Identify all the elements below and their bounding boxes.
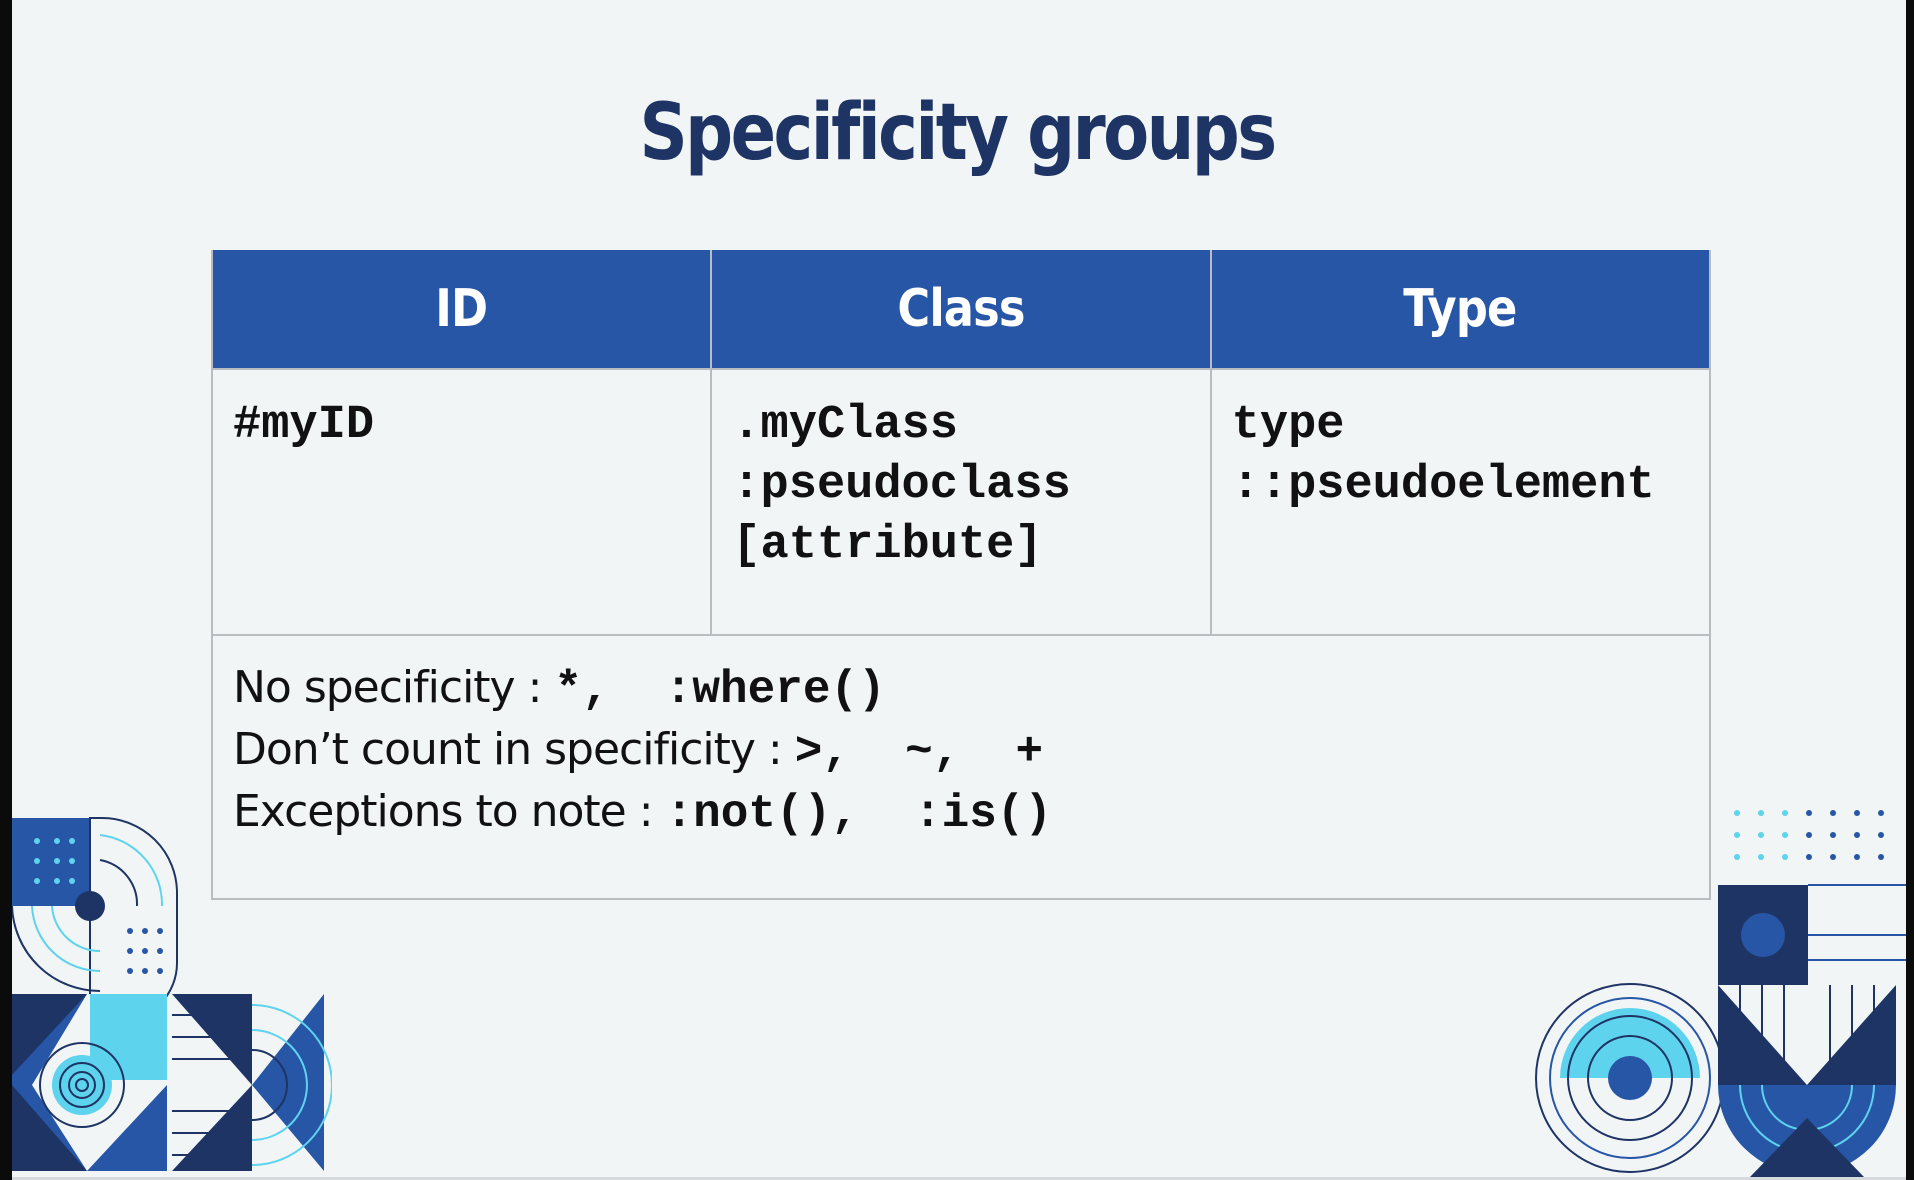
deco-triangle — [172, 994, 252, 1085]
deco-ring — [75, 1078, 89, 1092]
deco-triangle — [1718, 985, 1807, 1085]
pseudoclass-selector: :pseudoclass — [732, 459, 1071, 512]
deco-ring — [68, 1071, 96, 1099]
deco-ring — [1549, 997, 1711, 1159]
deco-triangle — [12, 1085, 87, 1171]
header-type: Type — [1209, 250, 1712, 370]
note-code: >, ~, + — [794, 726, 1044, 778]
note-label: No specificity : — [233, 662, 555, 713]
deco-dot-grid — [127, 928, 163, 974]
deco-half-disc — [1560, 1008, 1700, 1078]
id-selectors-cell: #myID — [210, 368, 713, 636]
deco-dot-grid — [34, 838, 75, 884]
deco-triangle — [252, 994, 324, 1171]
deco-triangle — [12, 994, 87, 1075]
deco-arc — [31, 905, 101, 973]
deco-dot-grid — [1734, 810, 1788, 860]
header-class: Class — [710, 250, 1212, 370]
deco-dot-grid — [1806, 810, 1884, 860]
deco-stripes — [1808, 884, 1906, 961]
deco-dot — [1608, 1056, 1652, 1100]
deco-ring — [1587, 1035, 1673, 1121]
class-selector: .myClass — [732, 399, 958, 452]
deco-arc — [12, 905, 101, 992]
slide-title: Specificity groups — [639, 88, 1277, 178]
class-selectors-cell: .myClass :pseudoclass [attribute] — [710, 368, 1212, 636]
note-label: Don’t count in specificity : — [233, 724, 795, 775]
decorative-art-right — [1535, 810, 1906, 1177]
attribute-selector: [attribute] — [732, 519, 1043, 572]
deco-arc — [51, 905, 101, 953]
deco-arc — [99, 859, 139, 907]
left-frame-edge — [0, 0, 12, 1180]
deco-triangle — [172, 1085, 252, 1171]
notes-row: No specificity : *, :where() Don’t count… — [211, 634, 1711, 900]
header-id: ID — [210, 250, 713, 370]
deco-dot — [1741, 913, 1785, 957]
note-line: No specificity : *, :where() — [233, 658, 1689, 720]
deco-triangle — [1807, 985, 1896, 1085]
note-line: Don’t count in specificity : >, ~, + — [233, 720, 1689, 782]
type-selector: type — [1231, 399, 1345, 452]
table-row: #myID .myClass :pseudoclass [attribute] … — [210, 368, 1712, 636]
deco-square — [12, 818, 90, 906]
deco-arc — [251, 1004, 332, 1166]
id-selector: #myID — [233, 399, 375, 452]
deco-arc — [251, 1049, 288, 1121]
deco-ring — [1567, 1015, 1693, 1141]
notes-cell: No specificity : *, :where() Don’t count… — [211, 634, 1711, 900]
deco-dot — [75, 891, 105, 921]
deco-ring — [39, 1042, 125, 1128]
note-code: :not(), :is() — [665, 788, 1053, 840]
deco-arc — [251, 1029, 308, 1141]
table-header-row: ID Class Type — [210, 250, 1712, 370]
decorative-art-left — [12, 817, 332, 1171]
deco-stripes — [172, 1014, 252, 1156]
specificity-table: ID Class Type #myID .myClass :pseudoclas… — [210, 250, 1712, 900]
right-frame-edge — [1906, 0, 1914, 1180]
deco-ring — [59, 1062, 105, 1108]
note-label: Exceptions to note : — [233, 786, 666, 837]
bottom-frame-edge — [12, 1177, 1906, 1180]
note-line: Exceptions to note : :not(), :is() — [233, 782, 1689, 844]
deco-triangle — [1750, 1118, 1864, 1177]
note-code: *, :where() — [554, 664, 886, 716]
deco-arc — [99, 834, 164, 907]
pseudoelement-selector: ::pseudoelement — [1231, 459, 1655, 512]
type-selectors-cell: type ::pseudoelement — [1209, 368, 1712, 636]
